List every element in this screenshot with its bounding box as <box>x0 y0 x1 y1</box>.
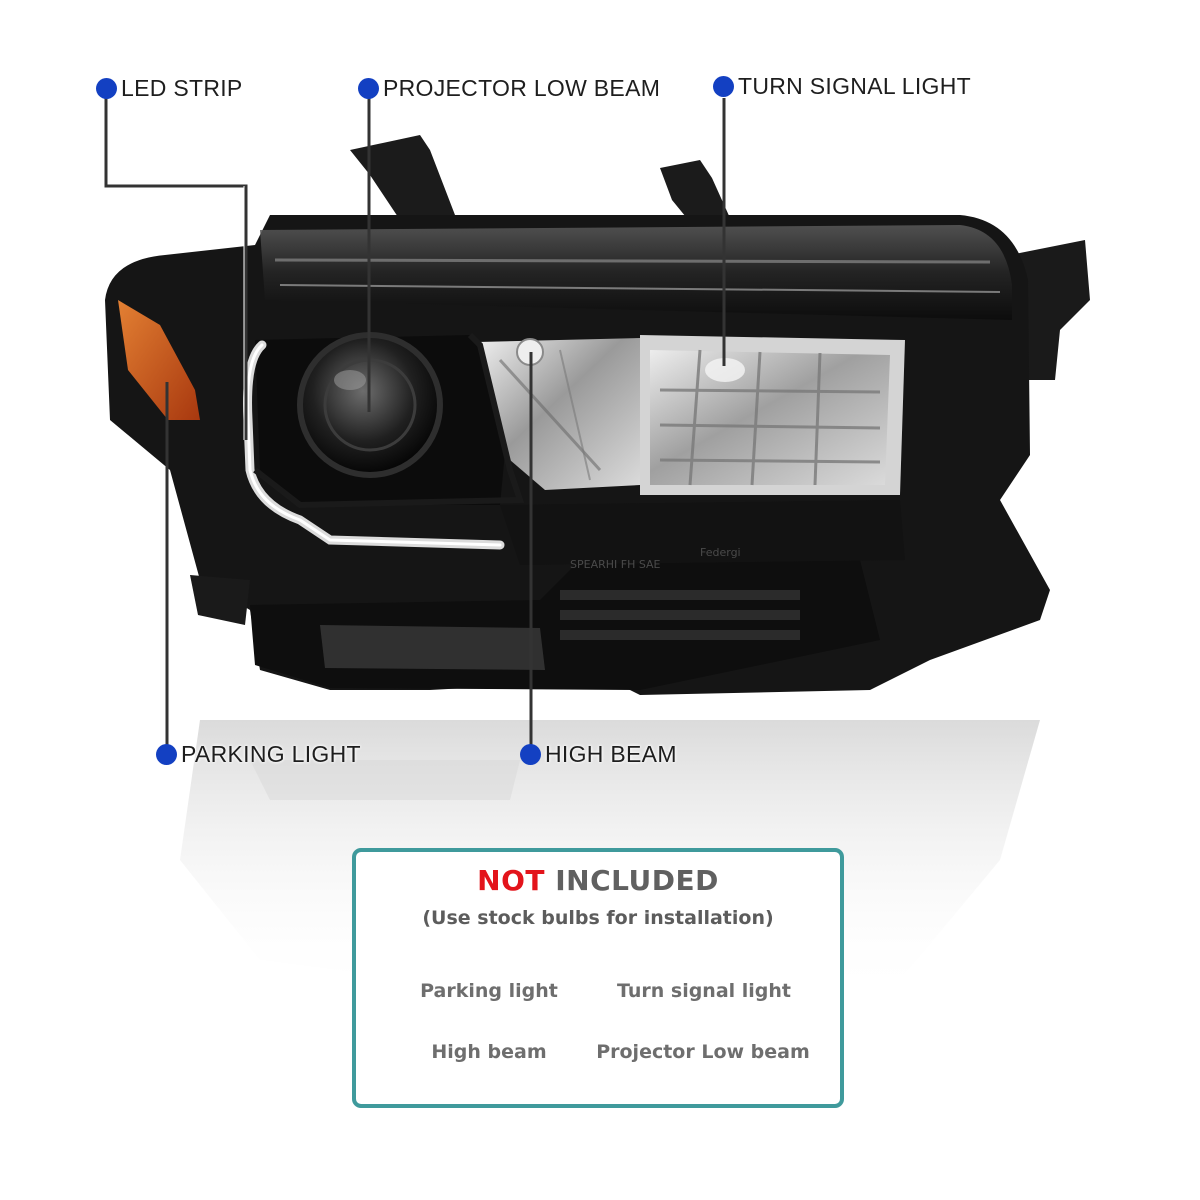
mount-tab-right <box>660 160 730 222</box>
callout-dot-icon <box>96 78 117 99</box>
callout-label: LED STRIP <box>121 75 243 101</box>
callout-label: HIGH BEAM <box>545 741 677 767</box>
card-subtitle: (Use stock bulbs for installation) <box>422 907 774 929</box>
high-beam-reflector <box>478 338 640 490</box>
bulb-item-high-beam: High beam <box>431 1041 547 1063</box>
callout-label: TURN SIGNAL LIGHT <box>738 73 971 99</box>
callout-dot-icon <box>713 76 734 97</box>
card-title: NOT INCLUDED <box>356 864 840 897</box>
callout-dot-icon <box>520 744 541 765</box>
housing-marking-2: Federgi <box>700 546 741 559</box>
mount-tab-left <box>350 135 455 220</box>
lower-vent <box>560 590 800 640</box>
housing-marking-1: SPEARHI FH SAE <box>570 558 661 571</box>
callout-high-beam: HIGH BEAM <box>520 741 677 768</box>
leader-led-strip <box>104 98 248 440</box>
callout-label: PROJECTOR LOW BEAM <box>383 75 661 101</box>
bulb-item-turn-signal: Turn signal light <box>616 980 792 1002</box>
callout-dot-icon <box>358 78 379 99</box>
callout-turn-signal-light: TURN SIGNAL LIGHT <box>713 73 971 100</box>
callout-label: PARKING LIGHT <box>181 741 361 767</box>
callout-parking-light: PARKING LIGHT <box>156 741 361 768</box>
card-title-highlight: NOT <box>477 864 545 897</box>
card-title-rest: INCLUDED <box>555 864 719 897</box>
not-included-card: NOT INCLUDED (Use stock bulbs for instal… <box>352 848 844 1108</box>
bulb-item-projector-low: Projector Low beam <box>596 1041 810 1063</box>
callout-dot-icon <box>156 744 177 765</box>
clear-lens-band <box>260 225 1012 320</box>
callout-led-strip: LED STRIP <box>96 75 243 102</box>
leader-lines <box>104 98 726 745</box>
amber-side-marker <box>118 300 200 420</box>
bulb-item-parking: Parking light <box>420 980 558 1002</box>
callout-projector-low-beam: PROJECTOR LOW BEAM <box>358 75 660 102</box>
